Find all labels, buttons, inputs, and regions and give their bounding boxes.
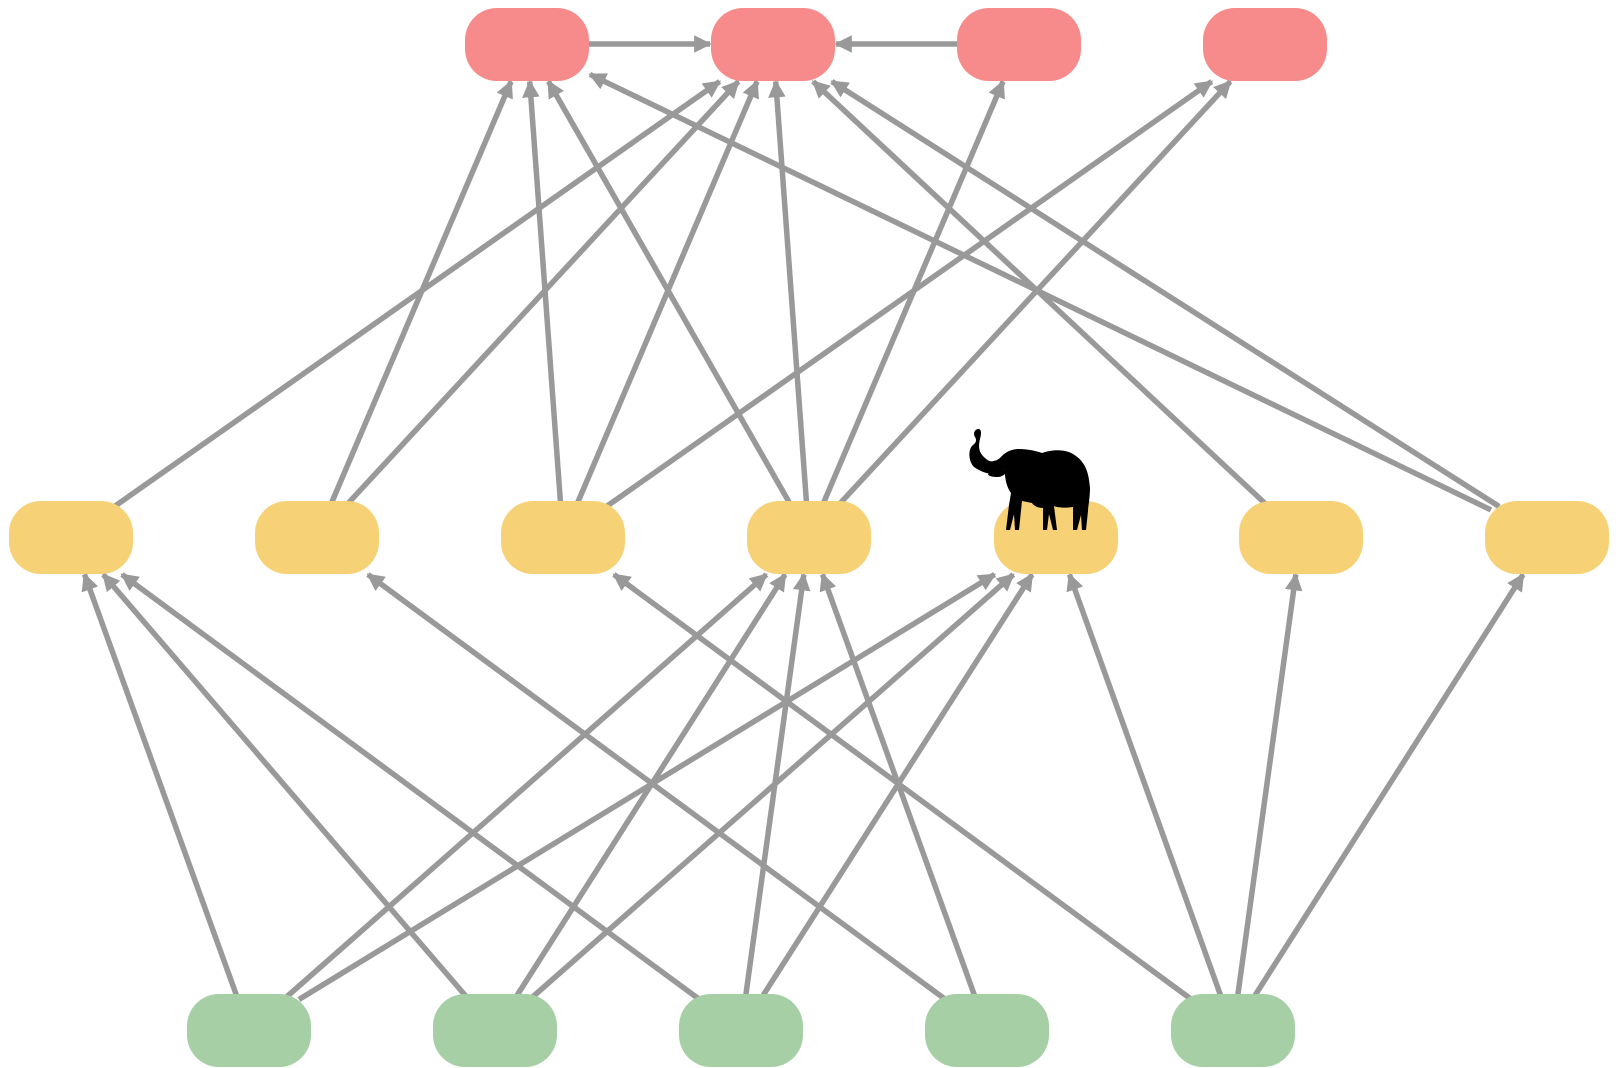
edge-b5-to-m3 [612, 572, 1194, 1002]
edge-b2-to-m4 [512, 573, 788, 1001]
edge-b5-to-m5 [1066, 572, 1225, 1001]
node-bottom-b2 [433, 993, 557, 1067]
node-middle-m3 [501, 500, 625, 574]
edge-m4-to-t1 [546, 79, 794, 508]
edge-m4-to-t3 [819, 79, 1006, 508]
edge-b5-to-m7 [1250, 573, 1526, 1001]
edge-m3-to-t4 [604, 79, 1214, 509]
node-top-t1 [465, 7, 589, 81]
node-top-t4 [1203, 7, 1327, 81]
node-middle-m2 [255, 500, 379, 574]
node-middle-m1 [9, 500, 133, 574]
edge-b5-to-m6 [1234, 572, 1303, 1000]
node-bottom-b5 [1171, 993, 1295, 1067]
edge-m7-to-t1 [588, 71, 1493, 513]
edge-m4-to-t4 [835, 79, 1233, 509]
edge-b4-to-m2 [366, 572, 948, 1002]
node-bottom-b1 [187, 993, 311, 1067]
node-bottom-b4 [925, 993, 1049, 1067]
node-bottom-b3 [679, 993, 803, 1067]
node-middle-m7 [1485, 500, 1609, 574]
edge-b1-to-m1 [81, 572, 241, 1001]
edge-m1-to-t2 [112, 79, 722, 509]
edge-m4-to-t2 [768, 79, 810, 507]
node-middle-m6 [1239, 500, 1363, 574]
edge-b1-to-m4 [281, 572, 769, 1002]
edge-b3-to-m4 [742, 572, 811, 1000]
node-top-t3 [957, 7, 1081, 81]
node-middle-m4 [747, 500, 871, 574]
edge-m3-to-t2 [573, 79, 760, 508]
edge-b2-to-m1 [101, 572, 471, 1002]
edge-b3-to-m5 [758, 573, 1035, 1001]
edge-b3-to-m1 [120, 572, 702, 1002]
edge-m7-to-t2 [830, 79, 1501, 509]
edge-m2-to-t2 [343, 79, 741, 509]
edge-m2-to-t1 [327, 79, 514, 508]
elephant-icon [969, 429, 1090, 530]
edge-m3-to-t1 [522, 79, 564, 507]
edges-group [81, 35, 1526, 1002]
edge-b2-to-m5 [527, 572, 1016, 1002]
node-top-t2 [711, 7, 835, 81]
